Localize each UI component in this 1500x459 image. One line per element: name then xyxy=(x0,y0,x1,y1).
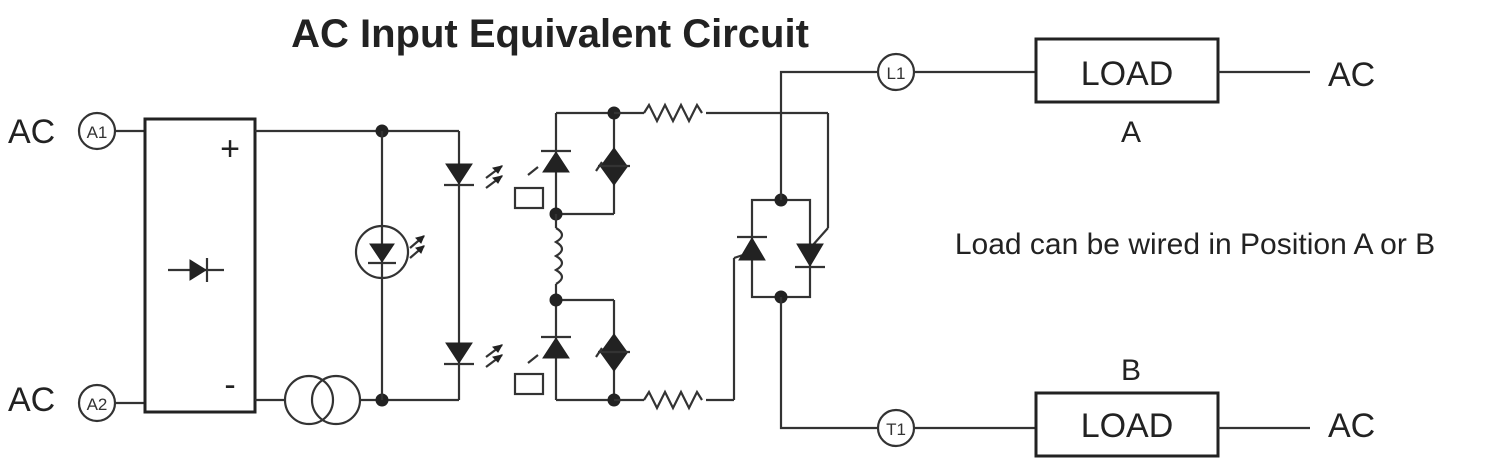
rectifier-block: + - xyxy=(143,117,257,414)
terminal-t1: T1 xyxy=(876,408,916,448)
indicator-led-icon xyxy=(354,224,425,280)
load-a-box: LOAD xyxy=(1034,37,1220,104)
terminal-t1-label: T1 xyxy=(886,420,906,439)
inductor-icon xyxy=(553,214,564,300)
load-a-ac-label: AC xyxy=(1328,56,1375,94)
wire-to-l1 xyxy=(779,70,878,200)
terminal-a2: A2 xyxy=(77,383,117,423)
terminal-a1-label: A1 xyxy=(87,123,108,142)
rectifier-plus: + xyxy=(220,130,240,168)
position-a-label: A xyxy=(1121,116,1141,149)
rectifier-minus: - xyxy=(224,366,235,404)
input-ac-bottom-label: AC xyxy=(8,381,55,419)
terminal-a1: A1 xyxy=(77,111,117,151)
terminal-l1: L1 xyxy=(876,52,916,92)
driver-thyristor-top xyxy=(513,111,630,216)
terminal-a2-label: A2 xyxy=(87,395,108,414)
diagram-title: AC Input Equivalent Circuit xyxy=(291,12,809,56)
load-a-label: LOAD xyxy=(1081,55,1174,93)
resistor-top-icon xyxy=(614,102,830,247)
output-thyristor-pair xyxy=(737,198,825,299)
load-b-box: LOAD xyxy=(1034,391,1220,458)
terminal-l1-label: L1 xyxy=(887,64,906,83)
load-b-label: LOAD xyxy=(1081,407,1174,445)
current-source-icon xyxy=(283,374,362,426)
input-ac-top-label: AC xyxy=(8,113,55,151)
wiring-note: Load can be wired in Position A or B xyxy=(955,228,1435,261)
resistor-bottom-icon xyxy=(614,250,753,411)
position-b-label: B xyxy=(1121,354,1141,387)
wire-to-t1 xyxy=(779,297,878,430)
driver-thyristor-bottom xyxy=(513,298,630,402)
load-b-ac-label: AC xyxy=(1328,407,1375,445)
opto-led-bottom-icon xyxy=(444,342,503,368)
junction-dot xyxy=(549,293,563,307)
opto-led-top-icon xyxy=(444,163,503,189)
rectifier-diode-icon xyxy=(168,258,224,282)
